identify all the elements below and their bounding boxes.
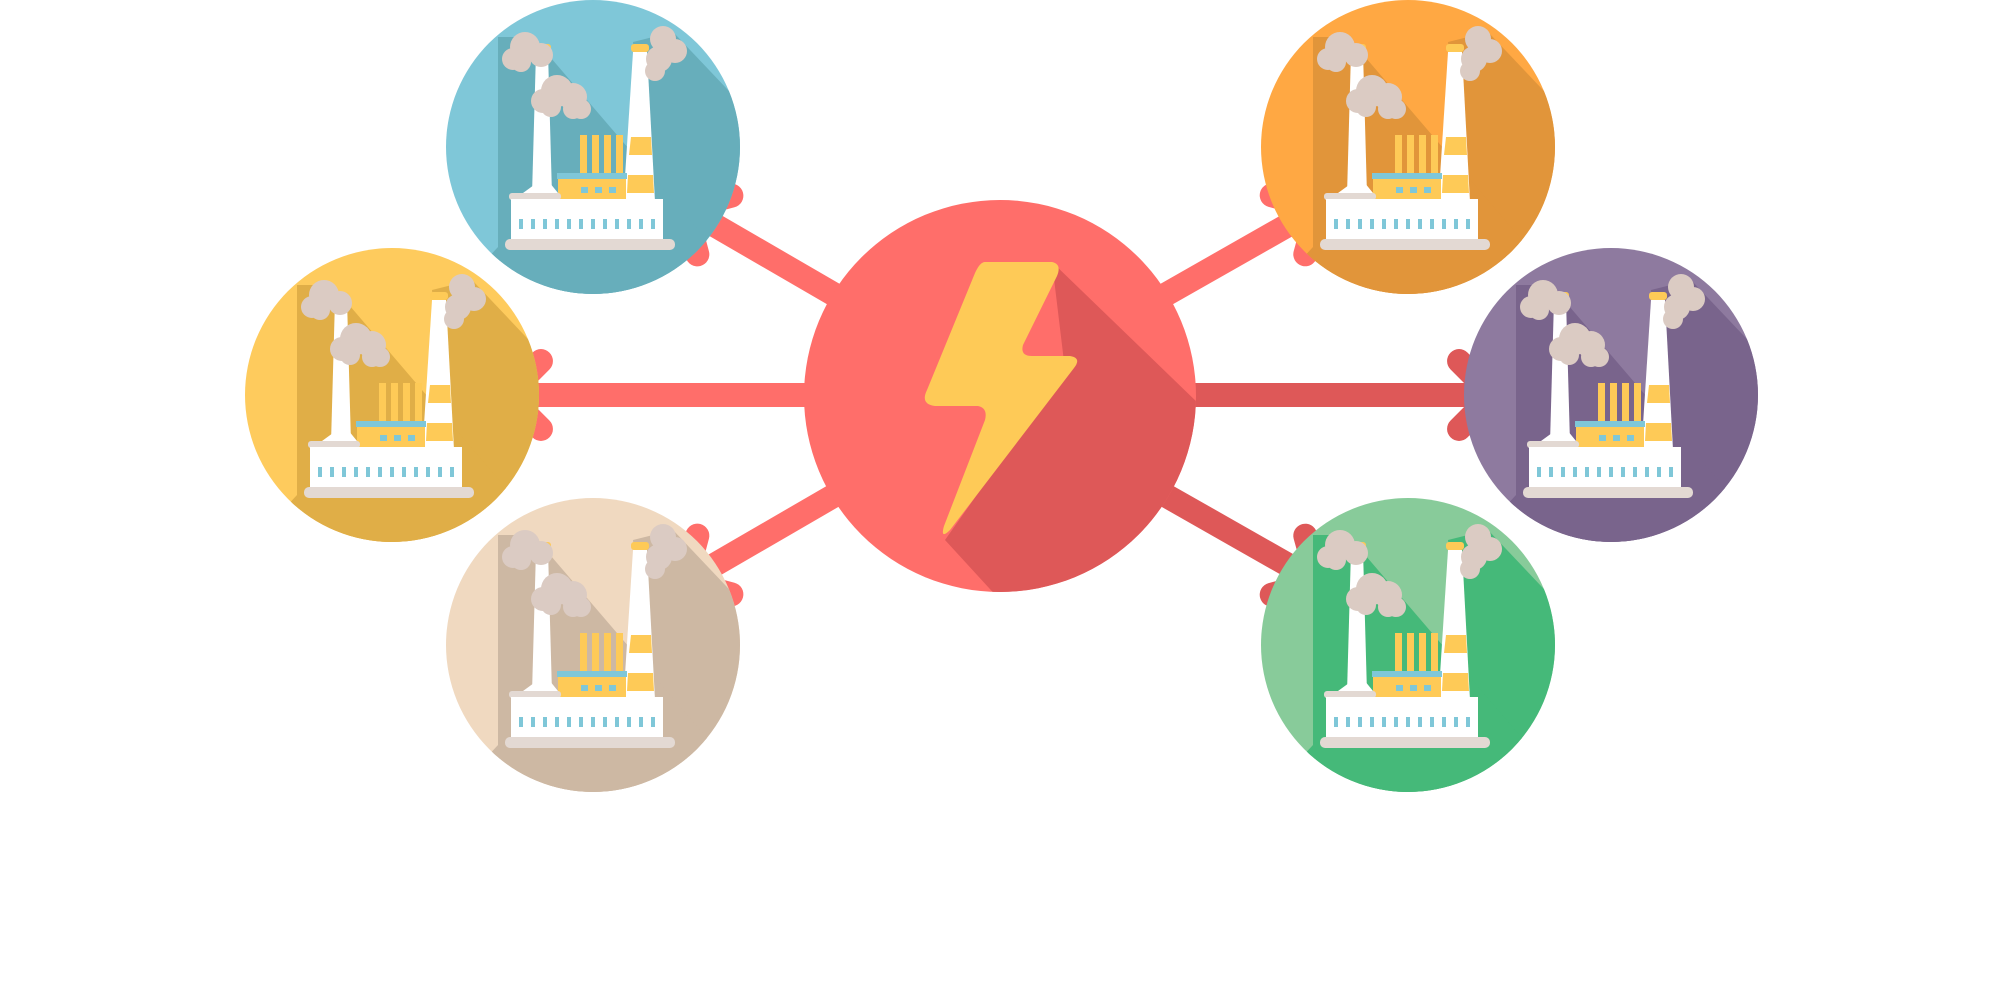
arrow-to-mid-left: [495, 349, 805, 441]
hub-long-shadow: [945, 262, 1196, 592]
factory-node-bottom-left: [446, 498, 740, 792]
factory-node-mid-left: [245, 248, 539, 542]
factory-node-top-right: [1261, 0, 1555, 294]
power-hub: [804, 200, 1196, 592]
arrow-to-mid-right: [1195, 349, 1505, 441]
factory-node-bottom-right: [1261, 498, 1555, 792]
factory-node-mid-right: [1464, 248, 1758, 542]
lightning-bolt-icon: [924, 262, 1078, 535]
factory-node-top-left: [446, 0, 740, 294]
factory-nodes: [245, 0, 1758, 792]
